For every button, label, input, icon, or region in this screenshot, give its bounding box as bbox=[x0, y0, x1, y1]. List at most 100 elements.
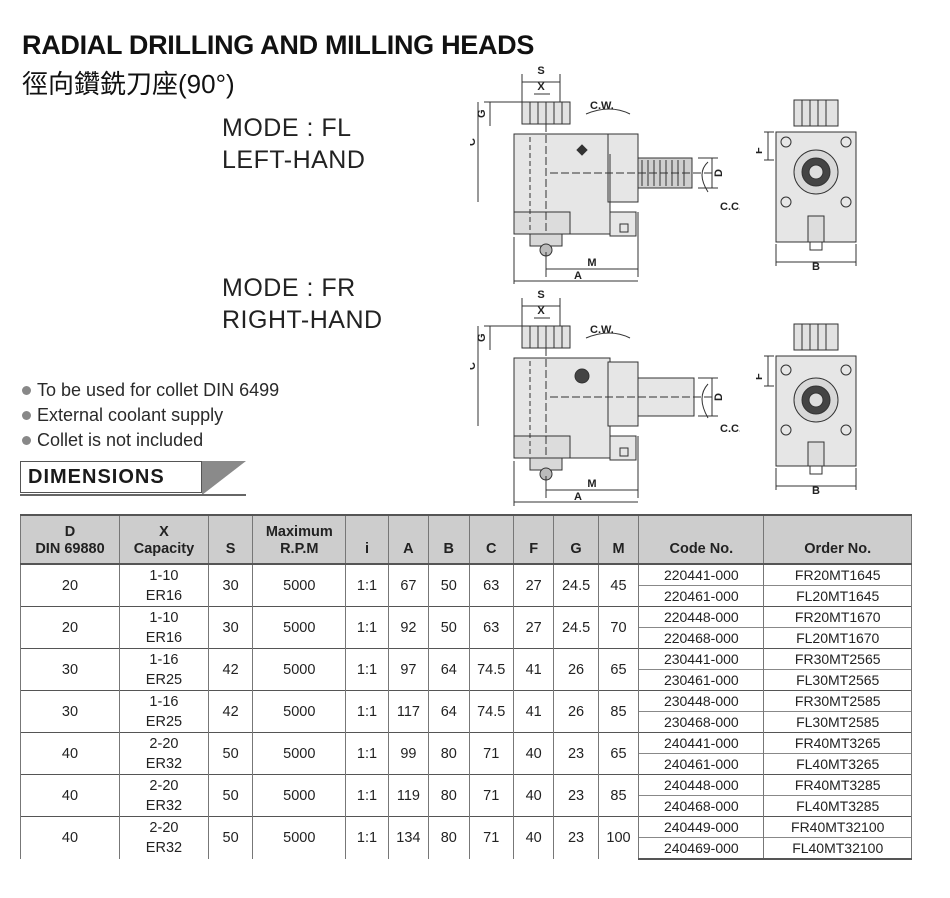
cell-x-collet: ER25 bbox=[145, 713, 183, 730]
svg-text:F: F bbox=[756, 147, 765, 154]
mode-fl-label: MODE : FL LEFT-HAND bbox=[222, 112, 365, 176]
cell-x-collet: ER16 bbox=[145, 629, 183, 646]
cell-s: 42 bbox=[207, 648, 254, 691]
cell-x-collet: ER16 bbox=[145, 587, 183, 604]
cell-d: 20 bbox=[20, 606, 120, 649]
cell-g: 26 bbox=[553, 690, 599, 733]
col-header-a: A bbox=[387, 514, 430, 565]
cell-a: 99 bbox=[387, 732, 430, 775]
cell-g: 23 bbox=[553, 774, 599, 817]
cell-code: 240469-000 bbox=[638, 837, 765, 860]
cell-c: 74.5 bbox=[468, 648, 514, 691]
svg-text:C.W.: C.W. bbox=[590, 100, 614, 112]
svg-text:B: B bbox=[812, 261, 820, 270]
bullet-icon bbox=[22, 386, 31, 395]
cell-code: 240468-000 bbox=[638, 795, 765, 817]
cell-x-range: 1-16 bbox=[149, 651, 179, 668]
svg-text:C: C bbox=[470, 138, 478, 146]
heading-underline bbox=[20, 494, 246, 496]
mode-fr-name: MODE : FR bbox=[222, 274, 356, 302]
cell-m: 100 bbox=[597, 816, 640, 859]
svg-text:X: X bbox=[537, 305, 545, 317]
cell-m: 85 bbox=[597, 774, 640, 817]
cell-f: 40 bbox=[512, 732, 555, 775]
col-header-g: G bbox=[553, 514, 599, 565]
feature-item: Collet is not included bbox=[22, 428, 279, 453]
cell-x-collet: ER32 bbox=[145, 755, 183, 772]
cell-x-range: 2-20 bbox=[149, 777, 179, 794]
cell-order: FL40MT3285 bbox=[763, 795, 912, 817]
cell-i: 1:1 bbox=[345, 563, 389, 607]
cell-d: 30 bbox=[20, 648, 120, 691]
cell-a: 97 bbox=[387, 648, 430, 691]
cell-f: 41 bbox=[512, 690, 555, 733]
svg-text:D: D bbox=[713, 393, 725, 401]
fl-side-view-drawing: S X G C D M bbox=[470, 65, 740, 284]
cell-order: FR30MT2565 bbox=[763, 648, 912, 670]
cell-s: 50 bbox=[207, 732, 254, 775]
cell-s: 50 bbox=[207, 816, 254, 859]
cell-rpm: 5000 bbox=[252, 563, 347, 607]
cell-order: FL20MT1645 bbox=[763, 585, 912, 607]
cell-code: 230468-000 bbox=[638, 711, 765, 733]
cell-order: FL30MT2585 bbox=[763, 711, 912, 733]
svg-text:A: A bbox=[574, 491, 582, 503]
col-header-code: Code No. bbox=[638, 514, 765, 565]
cell-order: FL20MT1670 bbox=[763, 627, 912, 649]
col-header-m: M bbox=[597, 514, 640, 565]
cell-code: 220461-000 bbox=[638, 585, 765, 607]
cell-x-range: 1-10 bbox=[149, 609, 179, 626]
cell-x-collet: ER32 bbox=[145, 840, 183, 856]
cell-f: 41 bbox=[512, 648, 555, 691]
cell-s: 50 bbox=[207, 774, 254, 817]
cell-g: 23 bbox=[553, 816, 599, 859]
bullet-icon bbox=[22, 436, 31, 445]
cell-order: FR40MT3265 bbox=[763, 732, 912, 754]
svg-text:M: M bbox=[587, 478, 596, 490]
svg-text:D: D bbox=[713, 169, 725, 177]
cell-rpm: 5000 bbox=[252, 690, 347, 733]
cell-m: 70 bbox=[597, 606, 640, 649]
cell-code: 230441-000 bbox=[638, 648, 765, 670]
svg-text:A: A bbox=[574, 270, 582, 282]
col-header-order: Order No. bbox=[763, 514, 912, 565]
cell-m: 85 bbox=[597, 690, 640, 733]
cell-f: 40 bbox=[512, 774, 555, 817]
cell-order: FL40MT32100 bbox=[763, 837, 912, 860]
cell-c: 71 bbox=[468, 732, 514, 775]
svg-text:C: C bbox=[470, 362, 478, 370]
page-subtitle: 徑向鑽銑刀座(90°) bbox=[22, 69, 235, 99]
cell-c: 74.5 bbox=[468, 690, 514, 733]
cell-x-collet: ER32 bbox=[145, 797, 183, 814]
bullet-icon bbox=[22, 411, 31, 420]
cell-code: 230448-000 bbox=[638, 690, 765, 712]
cell-rpm: 5000 bbox=[252, 774, 347, 817]
svg-text:C.C.W: C.C.W bbox=[720, 201, 740, 213]
mode-fl-hand: LEFT-HAND bbox=[222, 146, 366, 174]
feature-list: To be used for collet DIN 6499 External … bbox=[22, 378, 279, 453]
cell-s: 42 bbox=[207, 690, 254, 733]
cell-i: 1:1 bbox=[345, 606, 389, 649]
cell-c: 63 bbox=[468, 606, 514, 649]
cell-m: 45 bbox=[597, 563, 640, 607]
cell-code: 240441-000 bbox=[638, 732, 765, 754]
cell-i: 1:1 bbox=[345, 816, 389, 859]
col-header-i: i bbox=[345, 514, 389, 565]
cell-d: 40 bbox=[20, 816, 120, 859]
mode-fl-name: MODE : FL bbox=[222, 114, 352, 142]
cell-x-range: 1-10 bbox=[149, 567, 179, 584]
cell-d: 40 bbox=[20, 732, 120, 775]
cell-b: 64 bbox=[428, 690, 470, 733]
